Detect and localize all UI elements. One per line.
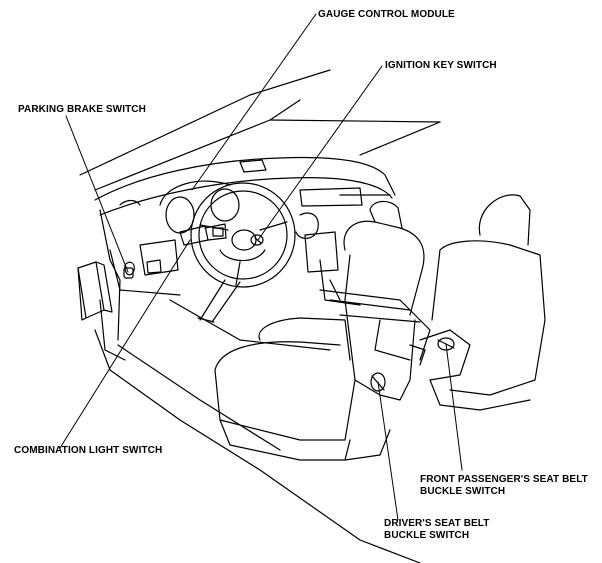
center-console [319,289,431,361]
label-ignition-key-switch: IGNITION KEY SWITCH [385,60,497,71]
dashboard [94,156,396,306]
windshield-frame [79,69,441,191]
label-driver-line2: BUCKLE SWITCH [384,530,470,541]
floor-and-sill [94,299,421,563]
label-parking-brake-switch: PARKING BRAKE SWITCH [18,104,146,115]
leader-ignition-key-switch [257,65,383,241]
leader-combination-light-switch [59,239,191,449]
ignition-key [250,234,264,246]
combination-light-switch-stalk [179,223,227,246]
label-combination-light-switch: COMBINATION LIGHT SWITCH [14,445,163,456]
callout-leaders [59,13,463,521]
leader-front-passenger-belt [445,343,463,471]
leader-driver-belt [377,381,399,521]
leader-gauge-control-module [191,13,317,191]
side-panel [99,209,135,341]
label-gauge-control-module: GAUGE CONTROL MODULE [318,9,455,20]
label-front-passenger-line1: FRONT PASSENGER'S SEAT BELT [420,474,588,485]
passengers-seat [409,194,546,411]
label-front-passenger-belt-switch: FRONT PASSENGER'S SEAT BELT BUCKLE SWITC… [420,474,588,498]
label-driver-belt-switch: DRIVER'S SEAT BELT BUCKLE SWITCH [384,518,489,542]
control-module-box [77,261,113,321]
label-front-passenger-line2: BUCKLE SWITCH [420,486,506,497]
drivers-seat [214,200,425,461]
leader-parking-brake-switch [65,115,129,273]
label-driver-line1: DRIVER'S SEAT BELT [384,518,490,529]
